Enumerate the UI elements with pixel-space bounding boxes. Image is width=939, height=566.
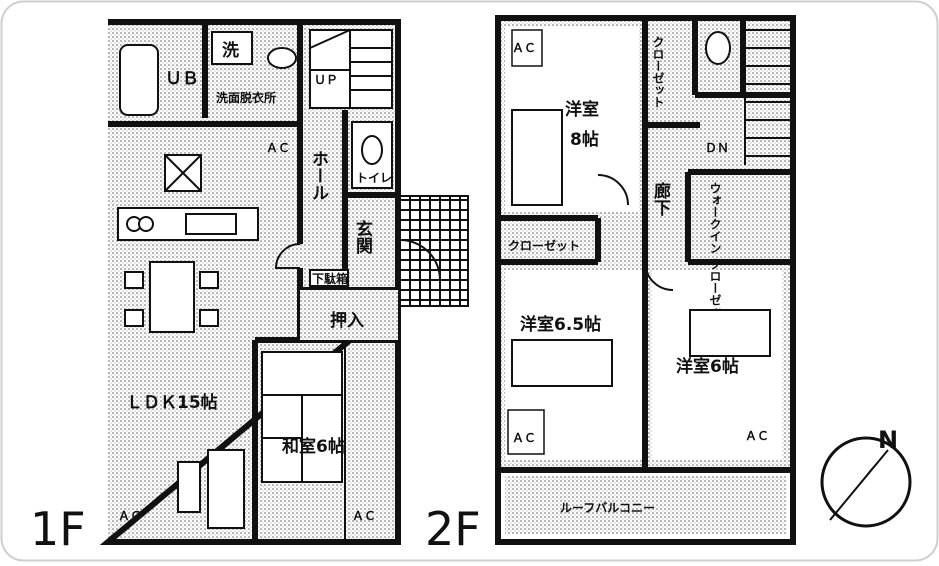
shoebox: [309, 269, 349, 287]
closet-label: 押入: [330, 310, 364, 331]
washitsu-label: 和室6帖: [282, 436, 345, 457]
bathtub: [119, 44, 159, 116]
floor-label-1f: 1F: [30, 502, 86, 556]
balcony-label: ルーフバルコニー: [560, 501, 655, 515]
north-compass: N: [820, 426, 912, 528]
sofa: [177, 449, 245, 529]
2f-toilet: [705, 31, 731, 65]
room-washroom-label: 洗面脱衣所: [216, 90, 276, 105]
washbasin: [267, 47, 297, 69]
toilet-label: トイレ: [356, 171, 392, 185]
washitsu-tatami: 和室6帖 ＡＣ: [261, 351, 376, 523]
stairs-up-label: ＵＰ: [314, 73, 338, 87]
youshitsu-8-label: 洋室: [565, 99, 599, 120]
kitchen-ac-label: ＡＣ: [266, 141, 290, 155]
first-floor-plan: ＵＢ 洗 洗面脱衣所 ＵＰ トイレ ホール 玄関 下駄箱: [30, 19, 469, 556]
room-ub-label: ＵＢ: [165, 69, 199, 89]
north-label: N: [878, 426, 898, 454]
1f-staircase: ＵＰ: [309, 29, 393, 109]
washing-machine-space: [211, 31, 253, 65]
bed-65: [511, 339, 613, 387]
room-wash-label: 洗: [222, 40, 239, 61]
ldk-label: ＬＤＫ15帖: [126, 392, 218, 413]
hall-label: ホール: [308, 150, 329, 201]
dining-table: [124, 261, 219, 333]
2f-staircase: ＤＮ: [705, 20, 790, 165]
kitchen: [117, 154, 259, 241]
floor-label-2f: 2F: [425, 502, 481, 556]
corridor-label: 廊下: [650, 181, 671, 217]
washitsu-ac-label: ＡＣ: [352, 509, 376, 523]
second-floor-plan: ＤＮ ＡＣ 洋室 8帖 クローゼット クローゼット ウォークイン クローゼット …: [425, 15, 796, 556]
youshitsu-8-size: 8帖: [570, 129, 599, 150]
shoebox-label: 下駄箱: [312, 271, 348, 286]
youshitsu-65-label: 洋室6.5帖: [520, 314, 601, 335]
bed-6: [689, 309, 771, 357]
youshitsu-6-label: 洋室6帖: [676, 356, 739, 377]
youshitsu-6-floor: [652, 270, 782, 460]
roof-balcony: [505, 476, 786, 534]
2f-ac-label-2: ＡＣ: [512, 431, 536, 445]
bed-8: [511, 109, 563, 206]
2f-ac-label-3: ＡＣ: [745, 429, 769, 443]
1f-ac-label: ＡＣ: [118, 509, 142, 523]
porch-grid: [398, 196, 468, 306]
closet-a-label: クローゼット: [651, 36, 665, 108]
2f-ac-label-1: ＡＣ: [512, 41, 536, 55]
entrance-label: 玄関: [352, 219, 373, 254]
stairs-dn-label: ＤＮ: [705, 141, 729, 155]
closet-b-label: クローゼット: [508, 238, 580, 253]
1f-toilet: トイレ: [351, 121, 393, 189]
walkin-closet-label: ウォークイン クローゼット: [708, 182, 722, 331]
